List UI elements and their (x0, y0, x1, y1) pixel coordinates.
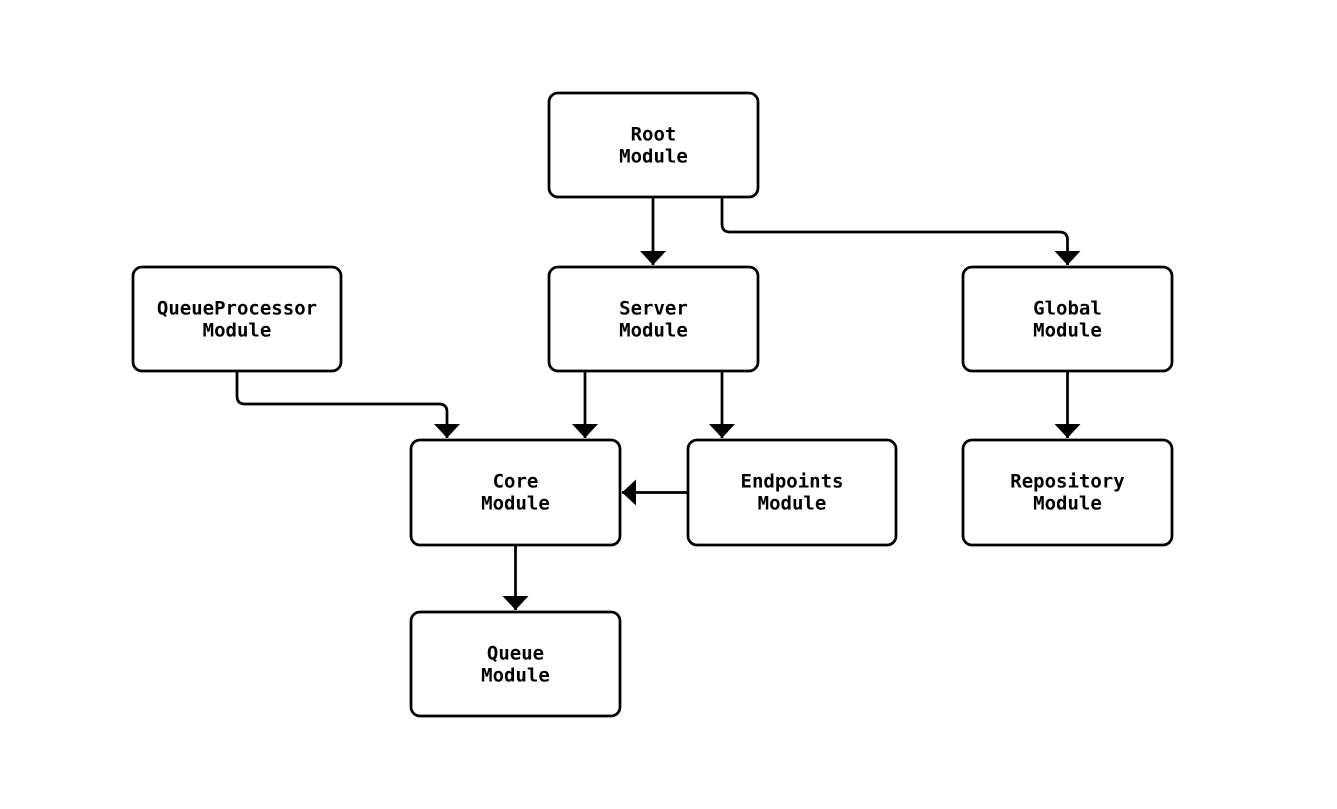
node-queue-box (409, 610, 622, 718)
node-root-label-line1: Root (631, 124, 677, 146)
node-core-module: Core Module (409, 438, 622, 547)
node-server-label-line2: Module (619, 320, 688, 342)
node-queue-label-line1: Queue (487, 643, 544, 665)
node-repository-module: Repository Module (961, 438, 1174, 547)
node-global-label-line1: Global (1033, 298, 1102, 320)
node-global-box (961, 265, 1174, 373)
node-repository-label-line1: Repository (1010, 471, 1124, 493)
node-endpoints-module: Endpoints Module (686, 438, 898, 547)
node-queue-label-line2: Module (481, 665, 550, 687)
node-root-box (547, 91, 760, 199)
node-core-label-line2: Module (481, 493, 550, 515)
node-root-label-line2: Module (619, 146, 688, 168)
node-server-module: Server Module (547, 265, 760, 373)
node-global-label-line2: Module (1033, 320, 1102, 342)
node-endpoints-label-line1: Endpoints (741, 471, 844, 493)
node-repository-label-line2: Module (1033, 493, 1102, 515)
node-global-module: Global Module (961, 265, 1174, 373)
node-queueprocessor-box (131, 265, 343, 373)
node-endpoints-label-line2: Module (758, 493, 827, 515)
node-queue-module: Queue Module (409, 610, 622, 718)
edge-root-to-global (720, 197, 1081, 265)
node-endpoints-box (686, 438, 898, 547)
node-queueprocessor-module: QueueProcessor Module (131, 265, 343, 373)
node-server-label-line1: Server (619, 298, 688, 320)
node-root-module: Root Module (547, 91, 760, 199)
edge-queueprocessor-to-core (235, 371, 460, 438)
node-core-box (409, 438, 622, 547)
node-core-label-line1: Core (493, 471, 539, 493)
node-queueprocessor-label-line2: Module (203, 320, 272, 342)
node-queueprocessor-label-line1: QueueProcessor (157, 298, 317, 320)
node-repository-box (961, 438, 1174, 547)
nodes-layer: Root Module QueueProcessor Module Server… (131, 91, 1174, 718)
node-server-box (547, 265, 760, 373)
edges-layer (235, 197, 1081, 610)
